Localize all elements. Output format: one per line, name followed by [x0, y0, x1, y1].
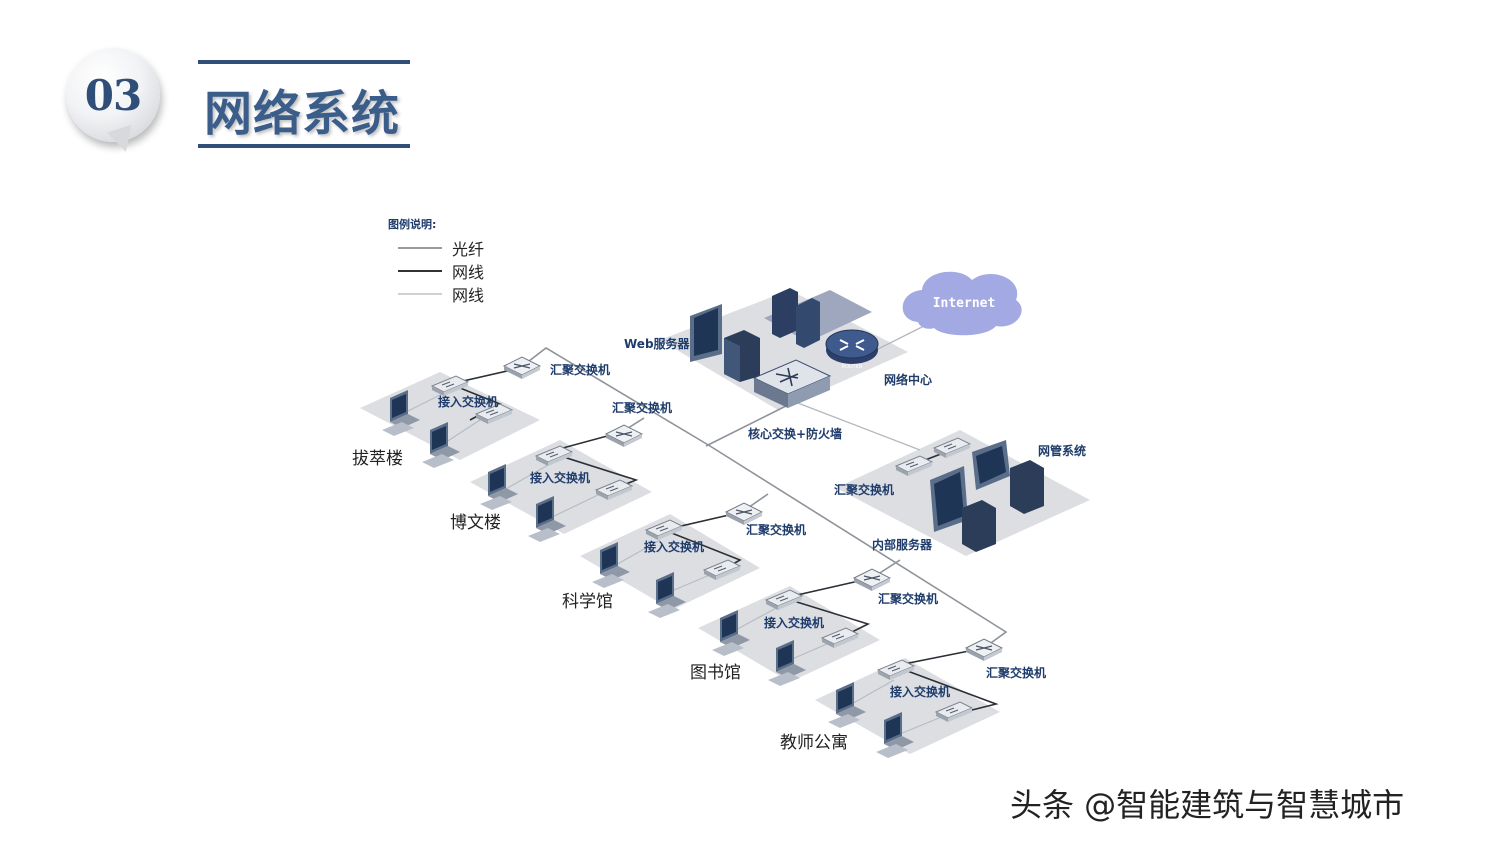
internet-label: Internet [933, 296, 996, 311]
router-label: ROUTER [842, 364, 863, 370]
legend-item-cable-light: 网线 [388, 282, 484, 305]
internet-cloud: Internet [902, 271, 1022, 336]
core-switch-label: 核心交换+防火墙 [748, 426, 842, 441]
building-aggregation-label: 汇聚交换机 [878, 591, 938, 606]
building-name: 图书馆 [690, 663, 741, 683]
building-access-label: 接入交换机 [530, 470, 590, 485]
legend-label: 网线 [452, 262, 485, 282]
section-number-badge: 03 [66, 48, 160, 142]
management-aggregation-label: 汇聚交换机 [834, 482, 894, 497]
legend-label: 光纤 [452, 239, 485, 259]
management-label: 网管系统 [1038, 443, 1086, 458]
web-server-label: Web服务器 [624, 336, 691, 351]
page-title: 网络系统 [204, 86, 401, 142]
legend-label: 网线 [452, 285, 485, 305]
legend: 图例说明: 光纤 网线 网线 [388, 216, 484, 305]
building-aggregation-label: 汇聚交换机 [612, 400, 672, 415]
building-access-label: 接入交换机 [644, 539, 704, 554]
watermark: 头条 @智能建筑与智慧城市 [1010, 786, 1405, 824]
building-name: 教师公寓 [780, 733, 848, 753]
building-aggregation-label: 汇聚交换机 [746, 522, 806, 537]
legend-line [398, 269, 442, 272]
network-center-devices: ROUTER [690, 288, 879, 408]
building-aggregation-label: 汇聚交换机 [986, 665, 1046, 680]
building-access-label: 接入交换机 [764, 615, 824, 630]
building-name: 拔萃楼 [352, 449, 403, 469]
legend-line [398, 246, 442, 249]
network-center-label: 网络中心 [884, 372, 932, 387]
legend-title: 图例说明: [388, 218, 437, 231]
building-name: 博文楼 [450, 513, 501, 533]
building-access-label: 接入交换机 [438, 394, 498, 409]
title-rule-top [198, 60, 410, 64]
building-access-label: 接入交换机 [890, 684, 950, 699]
internal-server-label: 内部服务器 [872, 537, 933, 552]
title-rule-bottom [198, 144, 410, 148]
legend-item-cable-dark: 网线 [388, 259, 484, 282]
building-name: 科学馆 [562, 592, 613, 612]
building-aggregation-label: 汇聚交换机 [550, 362, 610, 377]
legend-line [398, 292, 442, 295]
legend-item-fiber: 光纤 [388, 236, 484, 259]
management-devices [895, 437, 1044, 552]
section-number: 03 [84, 70, 142, 120]
